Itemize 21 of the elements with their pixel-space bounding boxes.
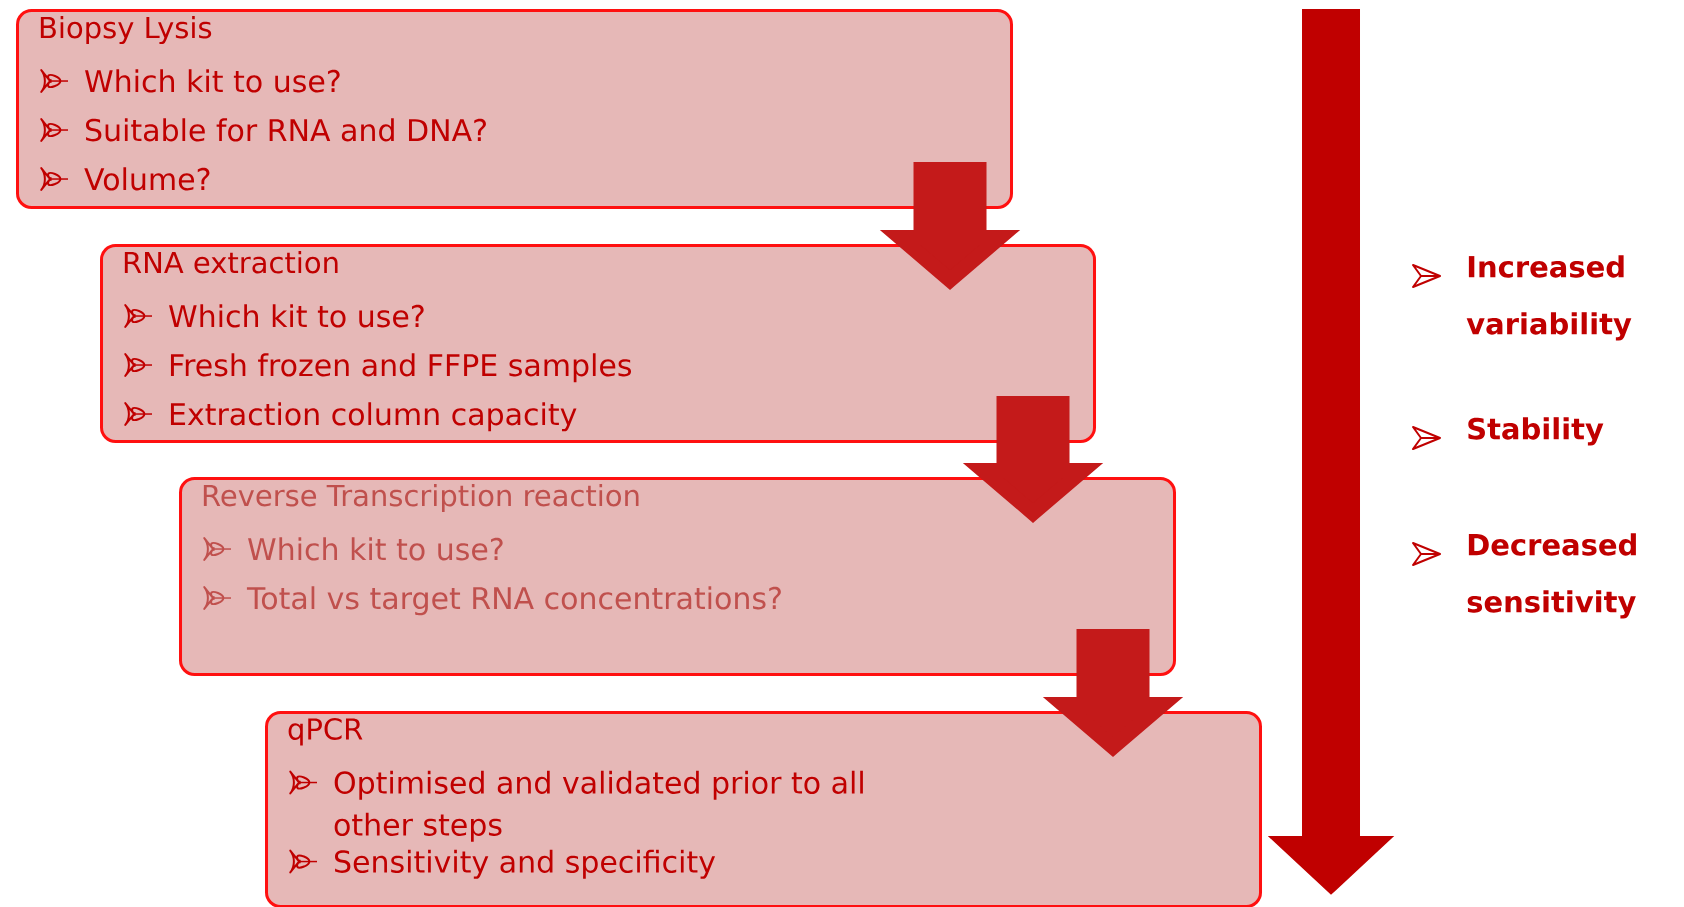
side-note: Decreased sensitivity	[1467, 533, 1636, 619]
bullet-text: Extraction column capacity	[170, 402, 577, 432]
step-heading: RNA extraction	[124, 251, 338, 274]
bullet-text: Total vs target RNA concentrations?	[246, 586, 781, 616]
bullet-text: Volume?	[84, 167, 210, 191]
step-heading: qPCR	[288, 718, 363, 746]
side-note: Increased variability	[1466, 255, 1632, 341]
bullet-text: Optimised and validated prior to all other steps	[334, 770, 863, 842]
bullet-text: Which kit to use?	[85, 69, 340, 93]
bullet-text: Fresh frozen and FFPE samples	[170, 353, 632, 383]
bullet-text: Suitable for RNA and DNA?	[86, 118, 486, 142]
bullet-text: Sensitivity and specificity	[335, 849, 716, 879]
bullet-text: Which kit to use?	[169, 304, 424, 328]
step-box	[100, 244, 1096, 443]
step-heading: Biopsy Lysis	[40, 16, 212, 45]
step-heading: Reverse Transcription reaction	[203, 484, 639, 513]
step-box	[265, 711, 1262, 907]
bullet-text: Which kit to use?	[248, 537, 503, 561]
step-box	[16, 9, 1013, 209]
step-box	[179, 477, 1176, 676]
side-note: Stability	[1468, 417, 1604, 446]
